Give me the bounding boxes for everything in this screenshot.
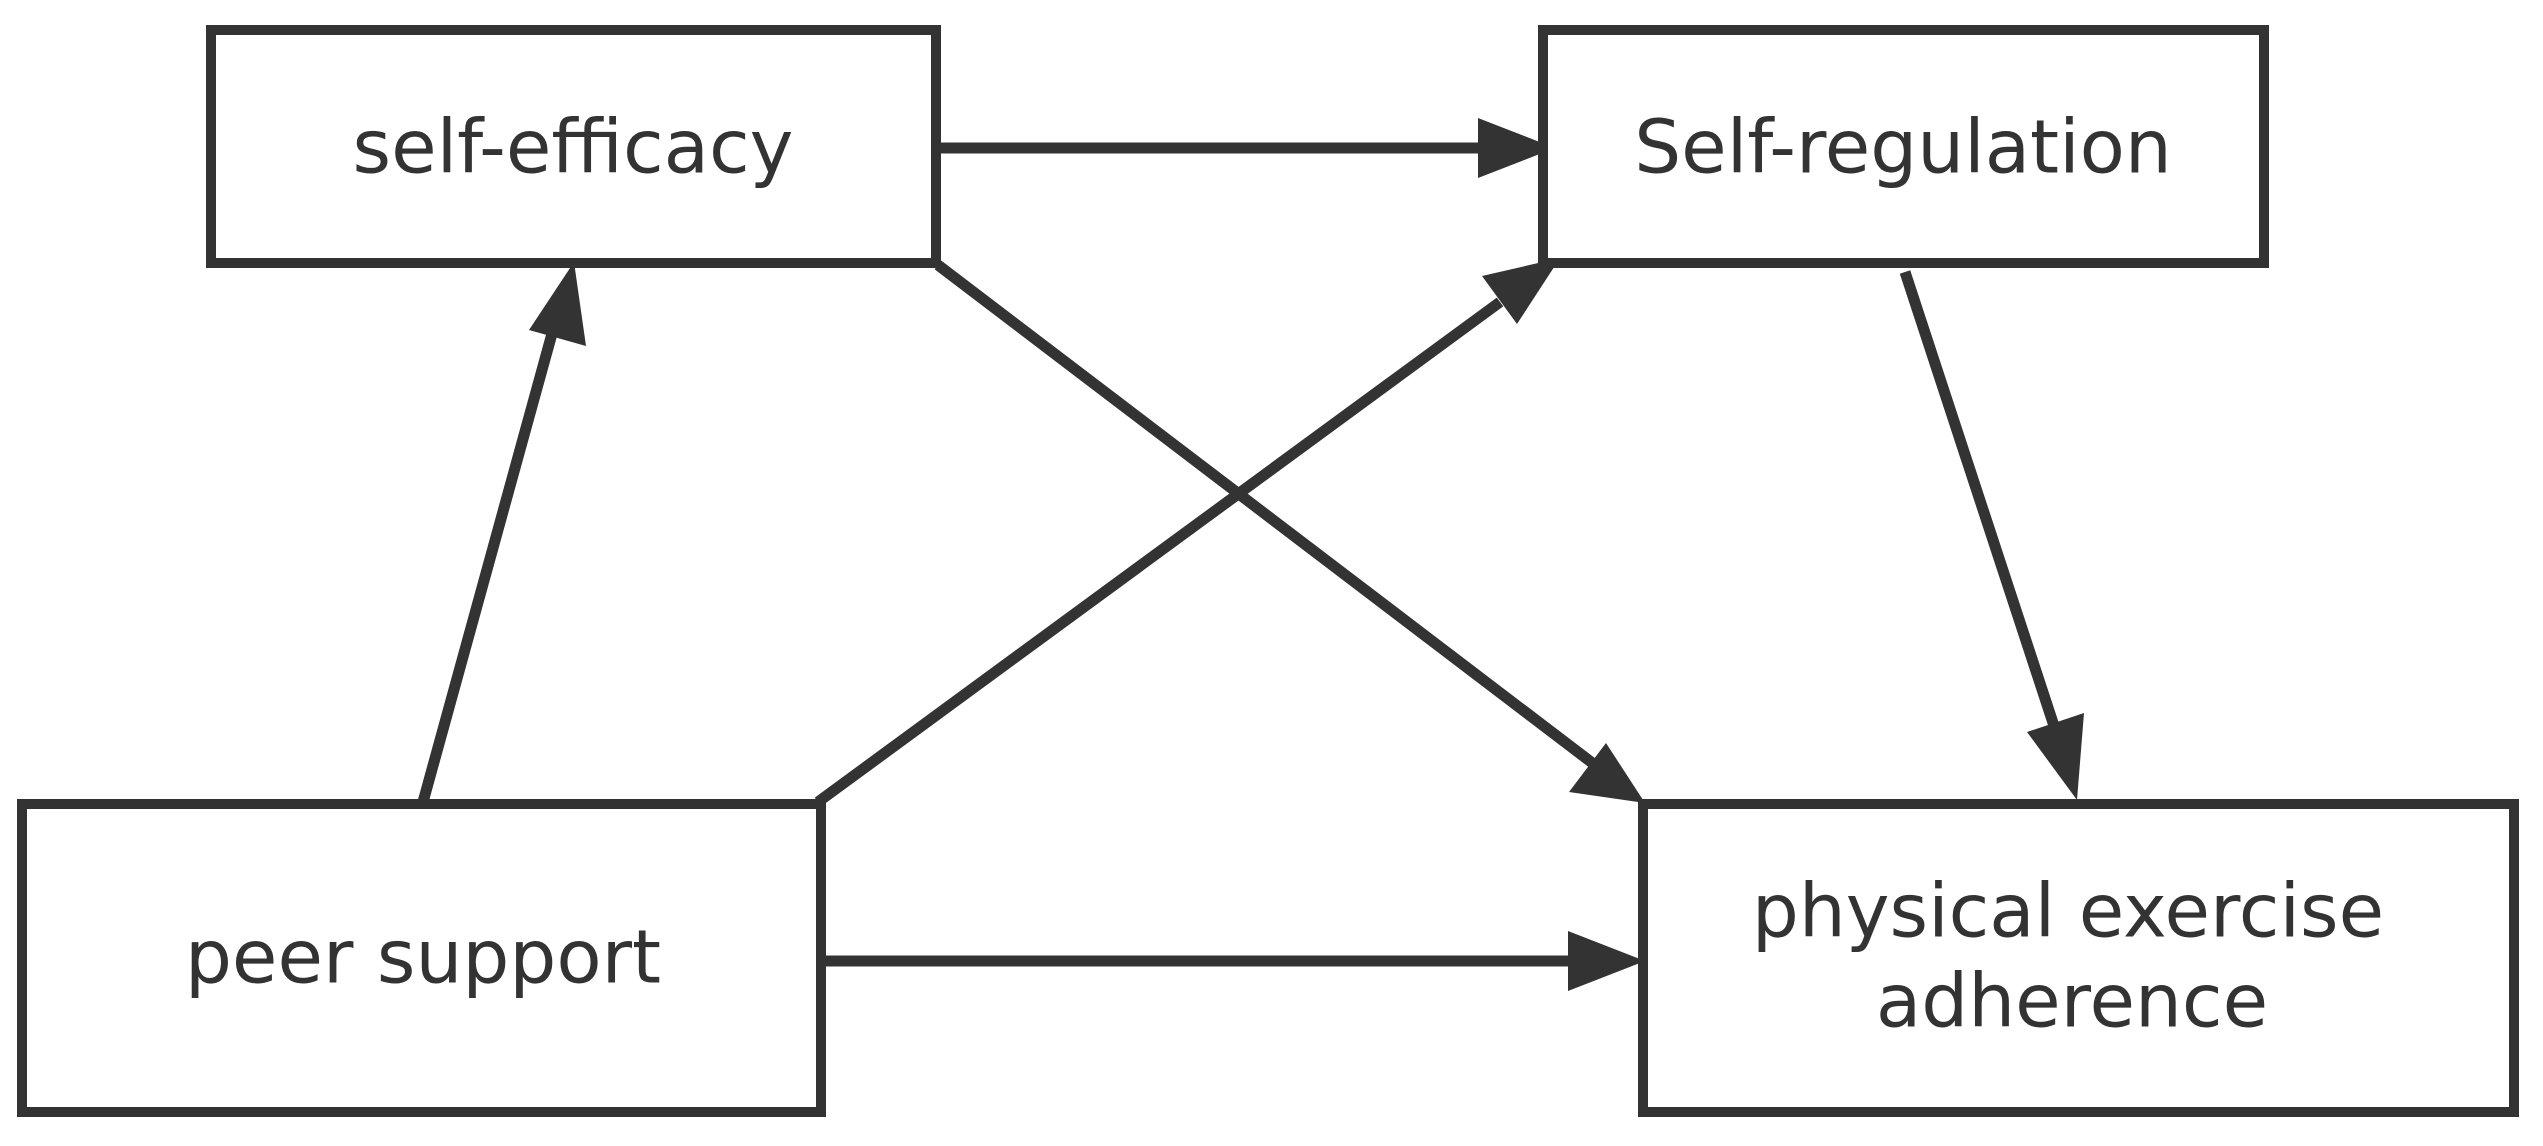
edges [417,118,2084,991]
arrowhead-icon [1482,258,1560,324]
node-label-line-2: adherence [1876,959,2268,1045]
node-self-efficacy: self-efficacy [206,25,941,268]
arrowhead-icon [529,262,586,346]
node-box [1538,25,2269,268]
edge-peer-support-to-self-efficacy [417,262,586,804]
arrowhead-icon [1569,743,1645,803]
edge-peer-support-to-self-regulation [814,258,1560,807]
edge-line [1899,270,2062,734]
node-physical-exercise-adherence: physical exercise adherence [1638,799,2519,1117]
arrowhead-icon [2027,713,2084,800]
node-self-regulation: Self-regulation [1538,25,2269,268]
edge-line [814,297,1504,807]
node-box [1638,799,2519,1117]
edge-self-regulation-to-adherence [1899,270,2084,800]
edge-line [417,328,559,804]
node-label: peer support [185,915,661,1001]
node-label: self-efficacy [353,105,794,191]
node-label: Self-regulation [1634,105,2172,191]
edge-self-efficacy-to-adherence [934,260,1645,803]
node-peer-support: peer support [17,799,826,1117]
edge-self-efficacy-to-self-regulation [938,118,1555,178]
arrowhead-icon [1568,931,1645,991]
edge-line [934,260,1599,770]
arrowhead-icon [1478,118,1555,178]
node-label-line-1: physical exercise [1752,869,2384,955]
edge-peer-support-to-adherence [823,931,1645,991]
node-box [17,799,826,1117]
node-box [206,25,941,268]
